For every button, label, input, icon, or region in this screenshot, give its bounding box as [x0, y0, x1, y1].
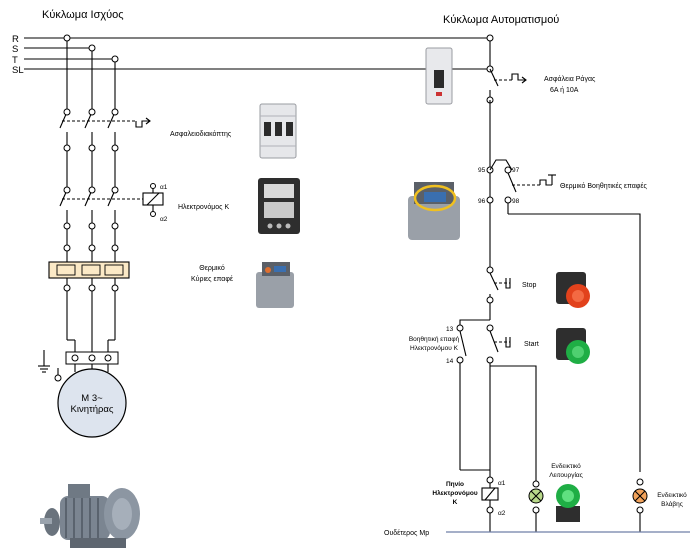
thermal-terminal-98: 98 — [512, 198, 520, 205]
neutral-label: Ουδέτερος Mp — [384, 529, 429, 537]
fuse-breaker-photo-icon — [425, 47, 453, 105]
overload-label-line2: Κύριες επαφέ — [191, 275, 233, 283]
fault-lamp-symbol — [632, 478, 648, 532]
overload-relay-photo-icon — [256, 262, 294, 308]
control-circuit-title: Κύκλωμα Αυτοματισμού — [443, 14, 559, 26]
motor-label-line1: M 3~ — [81, 393, 103, 404]
coil-label-line1: Πηνίο — [446, 481, 464, 488]
breaker-label: Ασφαλειοδιακόπτης — [170, 130, 232, 138]
overload-relay-symbol — [48, 261, 130, 279]
power-coil-terminal-a1: α1 — [160, 184, 168, 191]
aux-terminal-14: 14 — [446, 358, 454, 365]
bus-label-s: S — [12, 44, 18, 55]
bus-label-sl: SL — [12, 65, 24, 76]
thermal-aux-photo-icon — [408, 182, 460, 240]
control-coil-terminal-a2: α2 — [498, 510, 506, 517]
fault-lamp-label-line1: Ενδεικτικό — [657, 491, 687, 499]
power-circuit-terminals — [63, 34, 119, 292]
bus-label-r: R — [12, 34, 19, 45]
contactor-coil-symbol — [142, 183, 164, 217]
thermal-terminal-96: 96 — [478, 198, 486, 205]
stop-label: Stop — [522, 282, 537, 289]
contactor-photo-icon — [258, 178, 300, 234]
overload-label-line1: Θερμικό — [199, 264, 225, 272]
fault-lamp-label-line2: Βλάβης — [661, 500, 683, 508]
thermal-terminal-95: 95 — [478, 167, 486, 174]
power-phase-conductors — [59, 38, 151, 354]
run-lamp-symbol — [528, 480, 544, 532]
motor-symbol — [54, 351, 127, 438]
control-main-line — [456, 34, 641, 532]
motor-photo-icon — [40, 484, 140, 548]
run-lamp-label-line1: Ενδεικτικό — [551, 462, 581, 470]
ground-icon — [38, 350, 50, 373]
aux-contact-label-line2: Ηλεκτρονόμου Κ — [410, 344, 459, 352]
motor-label-line2: Κινητήρας — [71, 404, 114, 415]
thermal-terminal-97: 97 — [512, 167, 520, 174]
bus-label-t: T — [12, 55, 18, 66]
start-button-photo-icon — [556, 328, 590, 364]
aux-terminal-13: 13 — [446, 326, 454, 333]
run-lamp-label-line2: Λειτουργίας — [549, 471, 583, 479]
pilot-lamp-photo-icon — [556, 484, 580, 522]
breaker-photo-icon — [259, 103, 297, 159]
thermal-aux-label: Θερμικό Βοηθητικές επαφές — [560, 182, 647, 190]
control-coil-terminal-a1: α1 — [498, 480, 506, 487]
start-label: Start — [524, 341, 539, 348]
stop-button-photo-icon — [556, 272, 590, 308]
power-coil-terminal-a2: α2 — [160, 216, 168, 223]
contactor-label: Ηλεκτρονόμος Κ — [178, 203, 229, 211]
coil-label-line2: Ηλεκτρονόμου — [432, 489, 477, 497]
coil-label-line3: Κ — [453, 499, 458, 506]
supply-bus-lines — [24, 37, 490, 70]
fuse-label-line1: Ασφάλεια Ράγας — [544, 75, 596, 83]
fuse-label-line2: 6A ή 10A — [550, 87, 579, 94]
aux-contact-label-line1: Βοηθητική επαφή — [409, 336, 460, 343]
power-circuit-title: Κύκλωμα Ισχύος — [42, 9, 124, 21]
